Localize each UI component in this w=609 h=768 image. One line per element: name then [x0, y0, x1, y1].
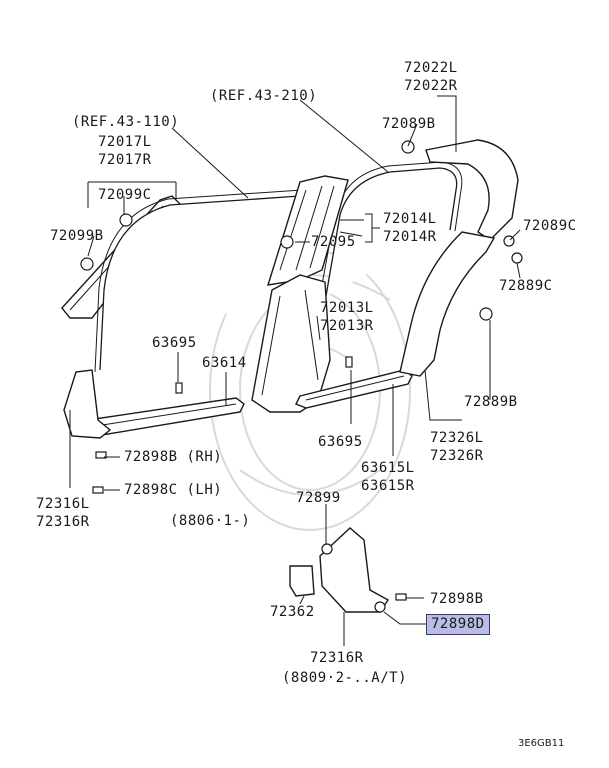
part-72316r-bottom-label: 72316R [310, 650, 364, 666]
part-72099b-label: 72099B [50, 228, 104, 244]
part-72099c-label: 72099C [98, 187, 152, 203]
part-72095-label: 72095 [311, 234, 356, 250]
wheelhouse-trim [399, 231, 496, 377]
bracket-72362 [289, 565, 315, 597]
part-72013r-label: 72013R [320, 318, 374, 334]
part-72898b-right-label: 72898B [430, 591, 484, 607]
part-72362-label: 72362 [270, 604, 315, 620]
part-72316l-label: 72316L [36, 496, 90, 512]
center-pillar-lower-trim [251, 274, 331, 413]
date-8806-label: (8806·1-) [170, 513, 251, 529]
date-8809-label: (8809·2-..A/T) [282, 670, 408, 686]
part-72899-label: 72899 [296, 490, 341, 506]
part-72898d-highlight: 72898D [426, 614, 490, 635]
part-72013l-label: 72013L [320, 300, 374, 316]
part-72089c-label: 72089C [523, 218, 577, 234]
part-63615r-label: 63615R [361, 478, 415, 494]
part-63614-label: 63614 [202, 355, 247, 371]
part-72017l-label: 72017L [98, 134, 152, 150]
part-63615l-label: 63615L [361, 460, 415, 476]
part-72014l-label: 72014L [383, 211, 437, 227]
part-72889c-label: 72889C [499, 278, 553, 294]
ref-43-210-label: (REF.43-210) [210, 88, 318, 104]
leader-lines [69, 95, 521, 646]
part-72022r-label: 72022R [404, 78, 458, 94]
ref-43-110-label: (REF.43-110) [72, 114, 180, 130]
diagram-code: 3E6GB11 [518, 738, 565, 749]
part-63695-bottom-label: 63695 [318, 434, 363, 450]
part-72316r-label: 72316R [36, 514, 90, 530]
part-63695-top-label: 63695 [152, 335, 197, 351]
part-72326l-label: 72326L [430, 430, 484, 446]
part-72017r-label: 72017R [98, 152, 152, 168]
part-72898b-rh-label: 72898B (RH) [124, 449, 223, 465]
cowl-side-trim [63, 369, 112, 439]
part-72014r-label: 72014R [383, 229, 437, 245]
lower-cowl-trim-at [319, 527, 390, 613]
part-72326r-label: 72326R [430, 448, 484, 464]
part-72898c-lh-label: 72898C (LH) [124, 482, 223, 498]
part-72089b-label: 72089B [382, 116, 436, 132]
part-72022l-label: 72022L [404, 60, 458, 76]
part-72889b-label: 72889B [464, 394, 518, 410]
clips [80, 140, 523, 613]
